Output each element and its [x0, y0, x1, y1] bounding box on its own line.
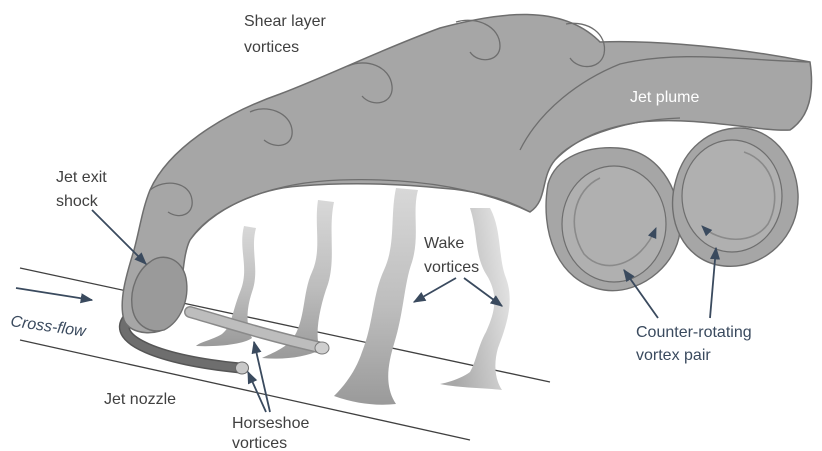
- jet-nozzle-end: [236, 362, 249, 374]
- wake-arrow-left: [414, 278, 456, 302]
- label-jet-plume: Jet plume: [630, 89, 699, 106]
- vortex-core-right: [682, 140, 782, 252]
- label-shear-layer-line2: vortices: [244, 39, 299, 56]
- label-shear-layer-line1: Shear layer: [244, 13, 326, 30]
- label-horseshoe-line1: Horseshoe: [232, 415, 309, 432]
- label-counter-rotating-line1: Counter-rotating: [636, 324, 752, 341]
- wall-line-upper: [20, 268, 550, 382]
- label-cross-flow: Cross-flow: [9, 313, 88, 341]
- cross-flow-arrow: [16, 288, 92, 300]
- horseshoe-vortex-end: [315, 342, 329, 354]
- counter-rotating-vortex-pair: [546, 128, 798, 291]
- label-counter-rotating-line2: vortex pair: [636, 347, 711, 364]
- horseshoe-arrow-left: [248, 372, 266, 412]
- wake-vortex-3: [334, 188, 418, 405]
- label-jet-exit-line1: Jet exit: [56, 169, 107, 186]
- label-horseshoe-line2: vortices: [232, 435, 287, 451]
- label-jet-nozzle: Jet nozzle: [104, 391, 176, 408]
- label-wake-line1: Wake: [424, 235, 464, 252]
- label-wake-line2: vortices: [424, 259, 479, 276]
- label-jet-exit-line2: shock: [56, 193, 99, 210]
